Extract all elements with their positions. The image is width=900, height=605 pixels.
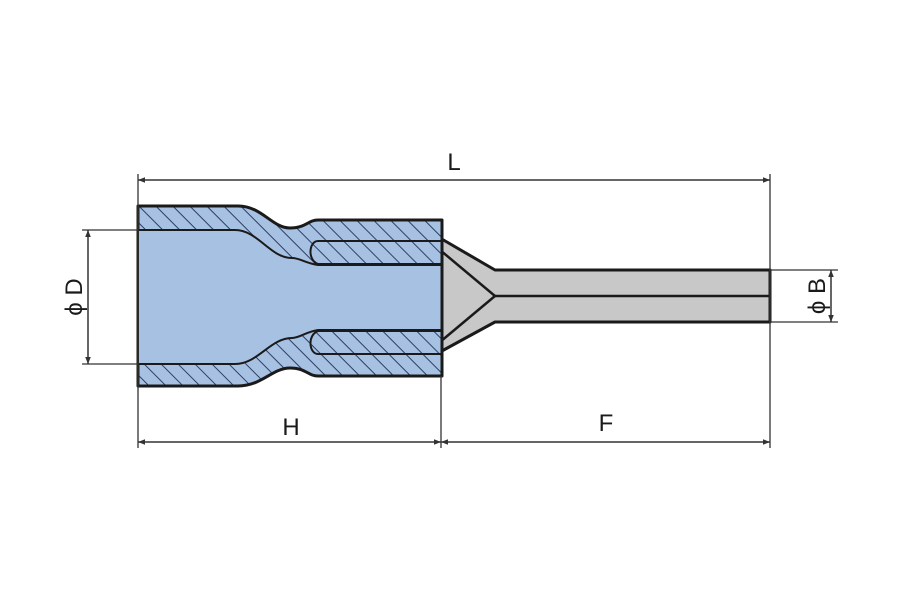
sleeve-metal-wall-top [309, 240, 442, 265]
sleeve-metal-wall-bottom [309, 330, 442, 355]
label-f: F [599, 410, 614, 437]
label-b: ϕ B [804, 278, 831, 314]
label-l: L [447, 149, 460, 176]
insulation-sleeve [136, 204, 444, 388]
label-d: ϕ D [61, 278, 88, 315]
dimension-lines [85, 177, 834, 445]
extension-lines [82, 174, 838, 448]
label-h: H [282, 414, 299, 441]
pin [438, 236, 772, 354]
